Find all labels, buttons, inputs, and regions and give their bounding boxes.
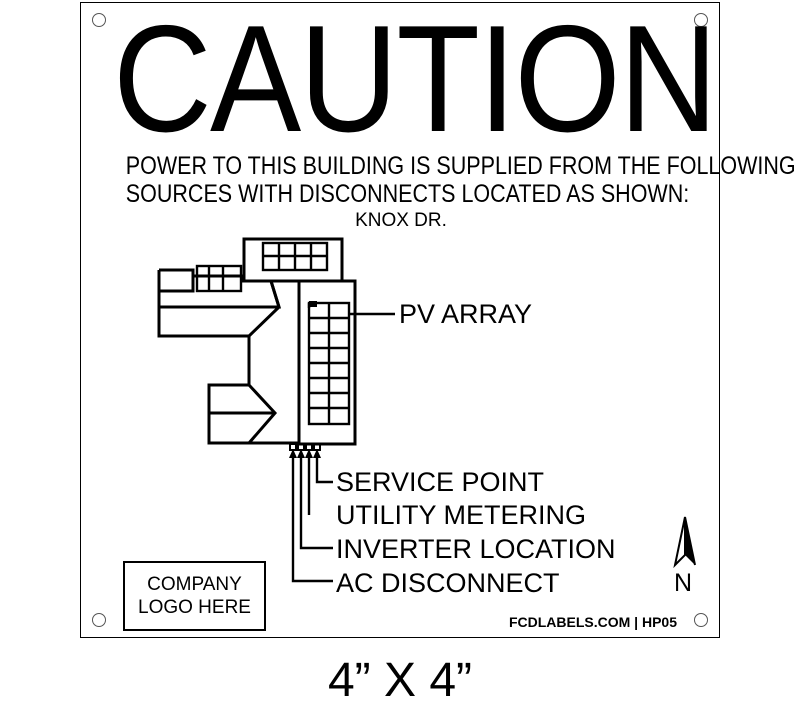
logo-placeholder-line-1: COMPANY (147, 574, 242, 595)
callout-utility-metering: UTILITY METERING (336, 500, 587, 530)
company-logo-placeholder: COMPANY LOGO HERE (123, 561, 266, 631)
north-arrow-icon (673, 516, 696, 569)
building-site-map (157, 237, 395, 583)
mounting-hole-icon (694, 613, 708, 627)
street-name: KNOX DR. (355, 210, 447, 231)
arrowhead-icon (313, 449, 321, 458)
mounting-hole-icon (92, 13, 106, 27)
building-southwest-wing (209, 383, 278, 444)
inverter-location-leader (299, 457, 333, 550)
arrowhead-icon (289, 449, 297, 458)
callout-inverter-location: INVERTER LOCATION (336, 534, 616, 564)
arrowhead-icon (297, 449, 305, 458)
mounting-hole-icon (694, 13, 708, 27)
sign-size-label: 4” X 4” (327, 654, 473, 707)
building-west-window (195, 264, 243, 293)
service-point-leader (315, 457, 333, 484)
ac-disconnect-leader (291, 457, 333, 583)
callout-ac-disconnect: AC DISCONNECT (336, 568, 560, 598)
building-north-wing (242, 237, 344, 283)
arrowhead-icon (305, 449, 313, 458)
building-west-wing (159, 268, 299, 445)
mounting-hole-icon (92, 613, 106, 627)
callout-pv-array: PV ARRAY (399, 299, 533, 329)
caution-heading: CAUTION (113, 0, 718, 164)
north-label: N (673, 569, 693, 597)
footer-product-code: FCDLABELS.COM | HP05 (508, 614, 677, 630)
notice-line-2: SOURCES WITH DISCONNECTS LOCATED AS SHOW… (125, 180, 690, 208)
callout-service-point: SERVICE POINT (336, 467, 545, 497)
caution-sign: CAUTION POWER TO THIS BUILDING IS SUPPLI… (80, 0, 796, 638)
logo-placeholder-line-2: LOGO HERE (138, 597, 251, 618)
